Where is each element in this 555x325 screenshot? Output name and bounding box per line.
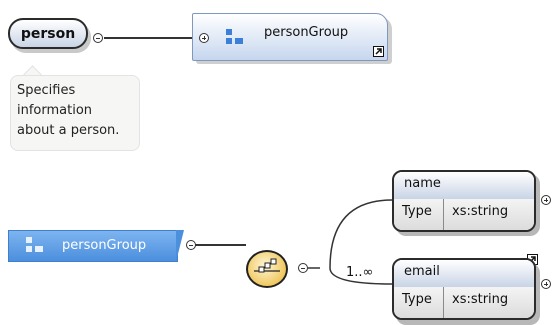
group-definition-label: personGroup	[62, 238, 147, 253]
occurrence-label: 1..∞	[346, 265, 374, 280]
minus-circle-icon[interactable]	[186, 240, 196, 250]
annotation-line: about a person.	[17, 123, 120, 138]
element-node-name[interactable]: name Type xs:string	[392, 170, 536, 232]
group-node-corner	[176, 230, 184, 262]
element-name-label: name	[404, 176, 441, 191]
sequence-icon	[254, 258, 280, 273]
type-key-label: Type	[402, 204, 432, 219]
person-element-label: person	[20, 25, 76, 42]
group-icon	[26, 237, 44, 257]
element-node-email[interactable]: email Type xs:string	[392, 258, 536, 320]
type-key-label: Type	[402, 292, 432, 307]
plus-circle-icon[interactable]	[199, 33, 209, 43]
type-divider	[443, 287, 444, 318]
type-value-label: xs:string	[452, 292, 509, 307]
group-icon	[226, 29, 244, 49]
minus-circle-icon[interactable]	[298, 263, 308, 273]
element-type-row	[394, 199, 534, 230]
group-reference-node[interactable]	[192, 13, 388, 61]
plus-circle-icon[interactable]	[541, 279, 551, 289]
group-reference-label: personGroup	[264, 25, 349, 40]
type-divider	[443, 199, 444, 230]
person-element-node[interactable]: person	[8, 18, 88, 49]
type-value-label: xs:string	[452, 204, 509, 219]
sequence-compositor[interactable]	[246, 250, 288, 288]
element-type-row	[394, 287, 534, 318]
plus-circle-icon[interactable]	[541, 195, 551, 205]
minus-circle-icon[interactable]	[93, 33, 103, 43]
element-name-label: email	[404, 264, 440, 279]
annotation-note: Specifies information about a person.	[10, 75, 140, 151]
annotation-line: Specifies	[17, 83, 76, 98]
annotation-line: information	[17, 103, 93, 118]
shortcut-arrow-icon[interactable]	[373, 46, 384, 57]
element-header	[394, 172, 534, 200]
